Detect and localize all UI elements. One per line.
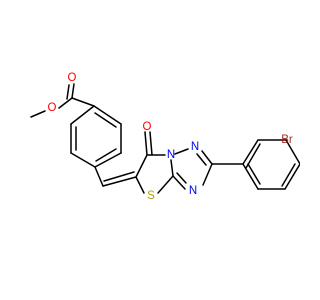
bond: [176, 172, 187, 184]
bond: [242, 163, 259, 190]
molecule-canvas: O O O N N N S Br: [30, 72, 300, 202]
bond: [94, 112, 117, 128]
bond: [70, 152, 96, 168]
atom-n-triazole-bottom: N: [189, 185, 197, 197]
bond: [157, 175, 174, 194]
bond: [247, 163, 261, 185]
atom-o-ester-single: O: [48, 102, 57, 114]
bond: [284, 163, 300, 190]
bond: [94, 152, 122, 168]
bond: [71, 97, 95, 107]
benzene-ring-left: [70, 105, 122, 168]
vinyl-linker-bonds: [94, 166, 137, 187]
atom-labels: O O O N N N S Br: [48, 72, 293, 202]
methyl-ester-bonds: [30, 83, 95, 118]
bond: [102, 176, 137, 187]
bond: [30, 110, 46, 118]
bond: [66, 84, 70, 100]
atom-n-bridgehead: N: [167, 149, 175, 161]
bond: [103, 171, 135, 182]
atom-o-ester-carbonyl: O: [68, 72, 77, 84]
atom-n-triazole-top: N: [191, 141, 199, 153]
bond: [281, 163, 296, 187]
bond: [70, 105, 95, 125]
bond: [174, 148, 189, 155]
bond: [149, 131, 153, 156]
bond: [201, 150, 213, 165]
bond: [242, 139, 259, 165]
bond: [202, 163, 213, 186]
bond: [94, 166, 104, 187]
bond: [170, 159, 174, 177]
bond: [172, 175, 186, 190]
atom-s-thiazole: S: [147, 190, 155, 202]
atom-br: Br: [281, 134, 293, 146]
bond: [71, 83, 75, 99]
bond: [95, 148, 117, 162]
bond: [93, 105, 122, 125]
structure-diagram: O O O N N N S Br: [30, 72, 300, 202]
triazole-ring: [172, 148, 213, 190]
atom-o-ketone: O: [143, 121, 152, 133]
bond: [135, 154, 148, 178]
bond: [135, 176, 145, 194]
bond: [196, 153, 207, 166]
bond: [58, 97, 73, 109]
bond: [144, 131, 148, 156]
bond: [285, 139, 300, 165]
thiazolone-ring: [135, 131, 174, 194]
bromophenyl-ring: [211, 139, 300, 190]
